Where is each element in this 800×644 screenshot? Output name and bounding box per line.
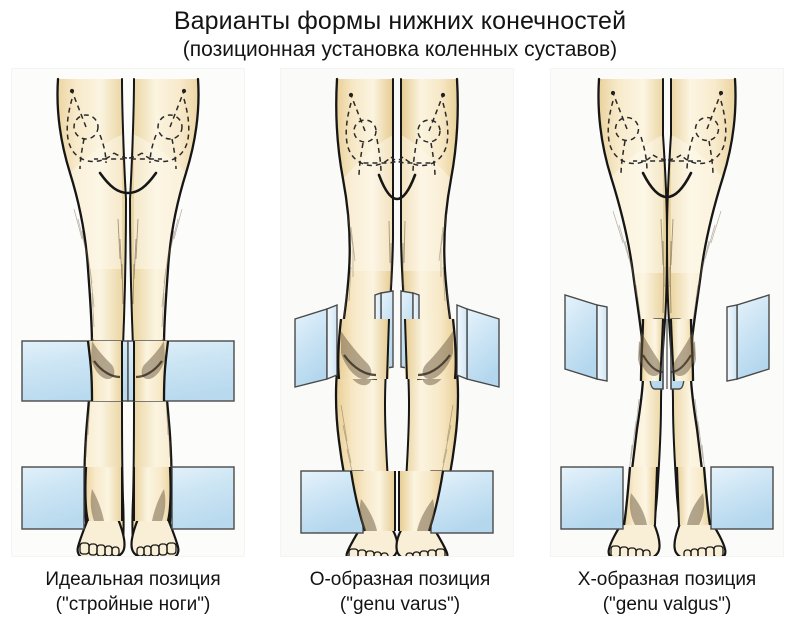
caption-genu-varus-line2: ("genu varus"): [339, 594, 461, 615]
legs-drawing-genu-varus: [281, 69, 513, 556]
caption-genu-valgus: Х-образная позиция ("genu valgus"): [534, 567, 800, 617]
right-thigh-highlight: [671, 135, 723, 273]
caption-genu-valgus-line2: ("genu valgus"): [602, 594, 732, 615]
knee-plate-outer-left: [564, 294, 608, 382]
knee-plate-outer-left: [294, 303, 338, 388]
crotch-line: [641, 171, 693, 199]
pelvis-bone-outline: [607, 92, 727, 176]
caption-genu-varus-line1: О-образная позиция: [309, 569, 491, 590]
caption-ideal-line2: ("стройные ноги"): [55, 594, 211, 615]
ankle-plate-left: [21, 466, 85, 530]
title-block: Варианты формы нижних конечностей (позиц…: [0, 0, 800, 63]
illustration-row: [0, 69, 800, 561]
caption-genu-varus: О-образная позиция ("genu varus"): [267, 567, 533, 617]
right-foot: [395, 525, 449, 556]
caption-genu-valgus-line1: Х-образная позиция: [577, 569, 757, 590]
left-thigh-highlight: [70, 135, 122, 269]
right-toes: [405, 548, 446, 556]
iliac-crest-marker-right: [181, 88, 187, 94]
iliac-crest-marker-right: [440, 92, 446, 98]
pelvis-bone-outline: [345, 94, 449, 178]
crotch-line: [98, 171, 158, 195]
ankle-plate-right: [710, 466, 774, 530]
crotch-line: [377, 173, 417, 201]
left-toes: [348, 548, 389, 556]
illustration-panel-genu-valgus: [551, 69, 783, 556]
illustration-panel-ideal: [12, 69, 244, 556]
captions-row: Идеальная позиция ("стройные ноги") О-об…: [0, 567, 800, 637]
left-toes: [610, 545, 651, 556]
inner-thigh-hatching: [117, 218, 139, 305]
illustration-panel-genu-varus: [281, 69, 513, 556]
caption-ideal: Идеальная позиция ("стройные ноги"): [0, 567, 266, 617]
pelvis-bone-outline: [66, 90, 190, 170]
left-toes: [79, 542, 120, 556]
right-toes: [683, 545, 724, 556]
ankle-plate-left: [560, 466, 624, 530]
right-thigh-highlight: [134, 135, 186, 269]
iliac-crest-marker-left: [348, 92, 354, 98]
caption-ideal-line1: Идеальная позиция: [45, 569, 221, 590]
left-ankle-over-plate: [85, 467, 122, 521]
right-ankle-over-plate: [134, 467, 171, 521]
legs-drawing-ideal: [12, 69, 244, 556]
iliac-crest-marker-left: [69, 88, 75, 94]
legs-drawing-genu-valgus: [551, 69, 783, 556]
iliac-crest-marker-right: [718, 90, 724, 96]
left-thigh-highlight: [611, 135, 663, 273]
ankle-plate-right: [171, 466, 235, 530]
knee-plate-outer-right: [726, 294, 770, 382]
right-toes: [136, 542, 177, 556]
right-leg-hatching: [692, 210, 722, 506]
left-leg-hatching: [612, 210, 642, 506]
iliac-crest-marker-left: [610, 90, 616, 96]
page-title: Варианты формы нижних конечностей: [173, 7, 627, 35]
left-leg-hatching: [73, 208, 95, 499]
page-subtitle: (позиционная установка коленных суставов…: [182, 38, 618, 61]
knee-plate-outer-right: [456, 303, 500, 388]
inner-thigh-hatching: [660, 218, 674, 314]
